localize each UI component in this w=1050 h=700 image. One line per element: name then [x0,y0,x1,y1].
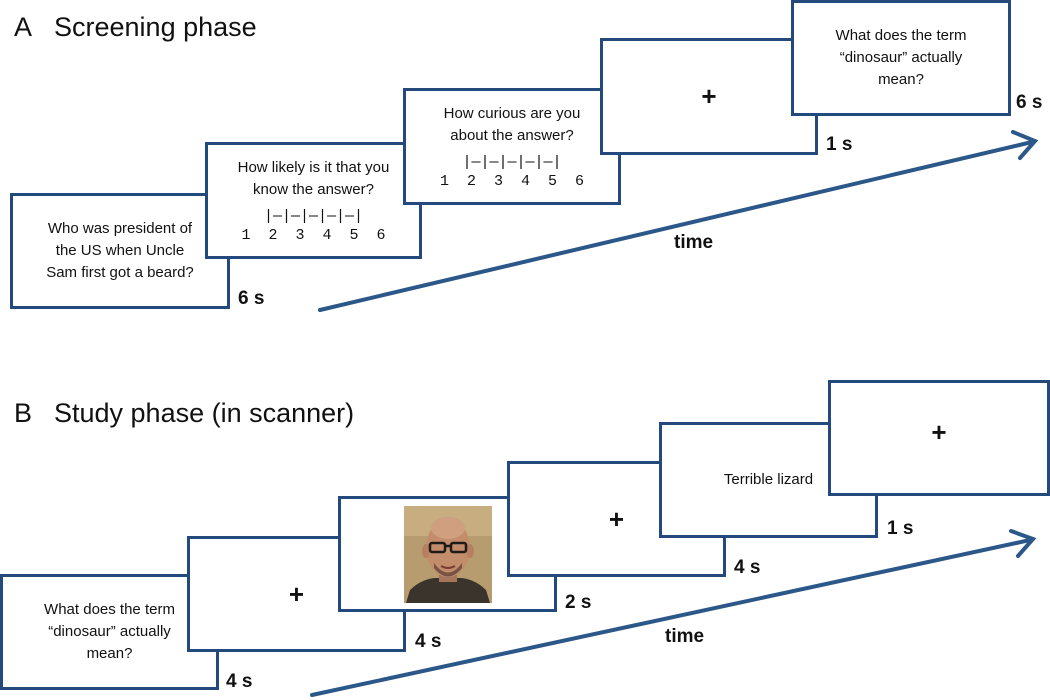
panel-b-title: Study phase (in scanner) [54,398,355,428]
screen-a-question-text: Who was president of the US when Uncle S… [46,220,194,281]
duration-b-fixation1: 4 s [415,631,442,652]
screen-b-fixation3: + [828,380,1050,496]
panel-a-label: A Screening phase [14,12,257,43]
screen-a-answer-question-text: What does the term “dinosaur” actually m… [835,27,967,88]
time-arrow-b [310,529,1037,697]
fixation-cross-b2: + [608,503,625,534]
screen-a-curiosity-prompt: How curious are you about the answer? [443,104,581,144]
time-label-a: time [674,232,714,253]
panel-b-letter: B [14,398,33,428]
duration-b-question: 4 s [226,671,253,692]
curiosity-rating-scale: |—|—|—|—|—| 1 2 3 4 5 6 [439,153,585,190]
screen-a-curiosity: How curious are you about the answer? |—… [403,88,621,205]
duration-b-answer: 1 s [887,518,914,539]
face-photo [403,505,492,603]
confidence-rating-scale: |—|—|—|—|—| 1 2 3 4 5 6 [241,207,386,244]
duration-a-answer-question: 6 s [1016,92,1043,113]
fixation-cross-b3: + [931,416,947,447]
duration-b-fixation2: 4 s [734,557,761,578]
duration-b-face: 2 s [565,592,592,613]
screen-b-question-text: What does the term “dinosaur” actually m… [44,601,175,662]
screen-b-question: What does the term “dinosaur” actually m… [0,574,219,690]
time-arrow-a [318,130,1039,312]
screen-a-question: Who was president of the US when Uncle S… [10,193,230,309]
screen-a-confidence-prompt: How likely is it that you know the answe… [237,158,390,198]
screen-b-answer-text: Terrible lizard [723,471,814,488]
time-label-b: time [665,626,705,647]
fixation-cross-a: + [701,81,717,111]
screen-a-confidence: How likely is it that you know the answe… [205,142,422,259]
panel-b-label: B Study phase (in scanner) [14,398,354,429]
fixation-cross-b1: + [288,578,305,609]
duration-a-fixation: 1 s [826,134,853,155]
panel-a-title: Screening phase [54,12,257,42]
duration-a-question: 6 s [238,288,265,309]
panel-a-letter: A [14,12,33,42]
screen-a-fixation: + [600,38,818,155]
screen-a-answer-question: What does the term “dinosaur” actually m… [791,0,1011,116]
